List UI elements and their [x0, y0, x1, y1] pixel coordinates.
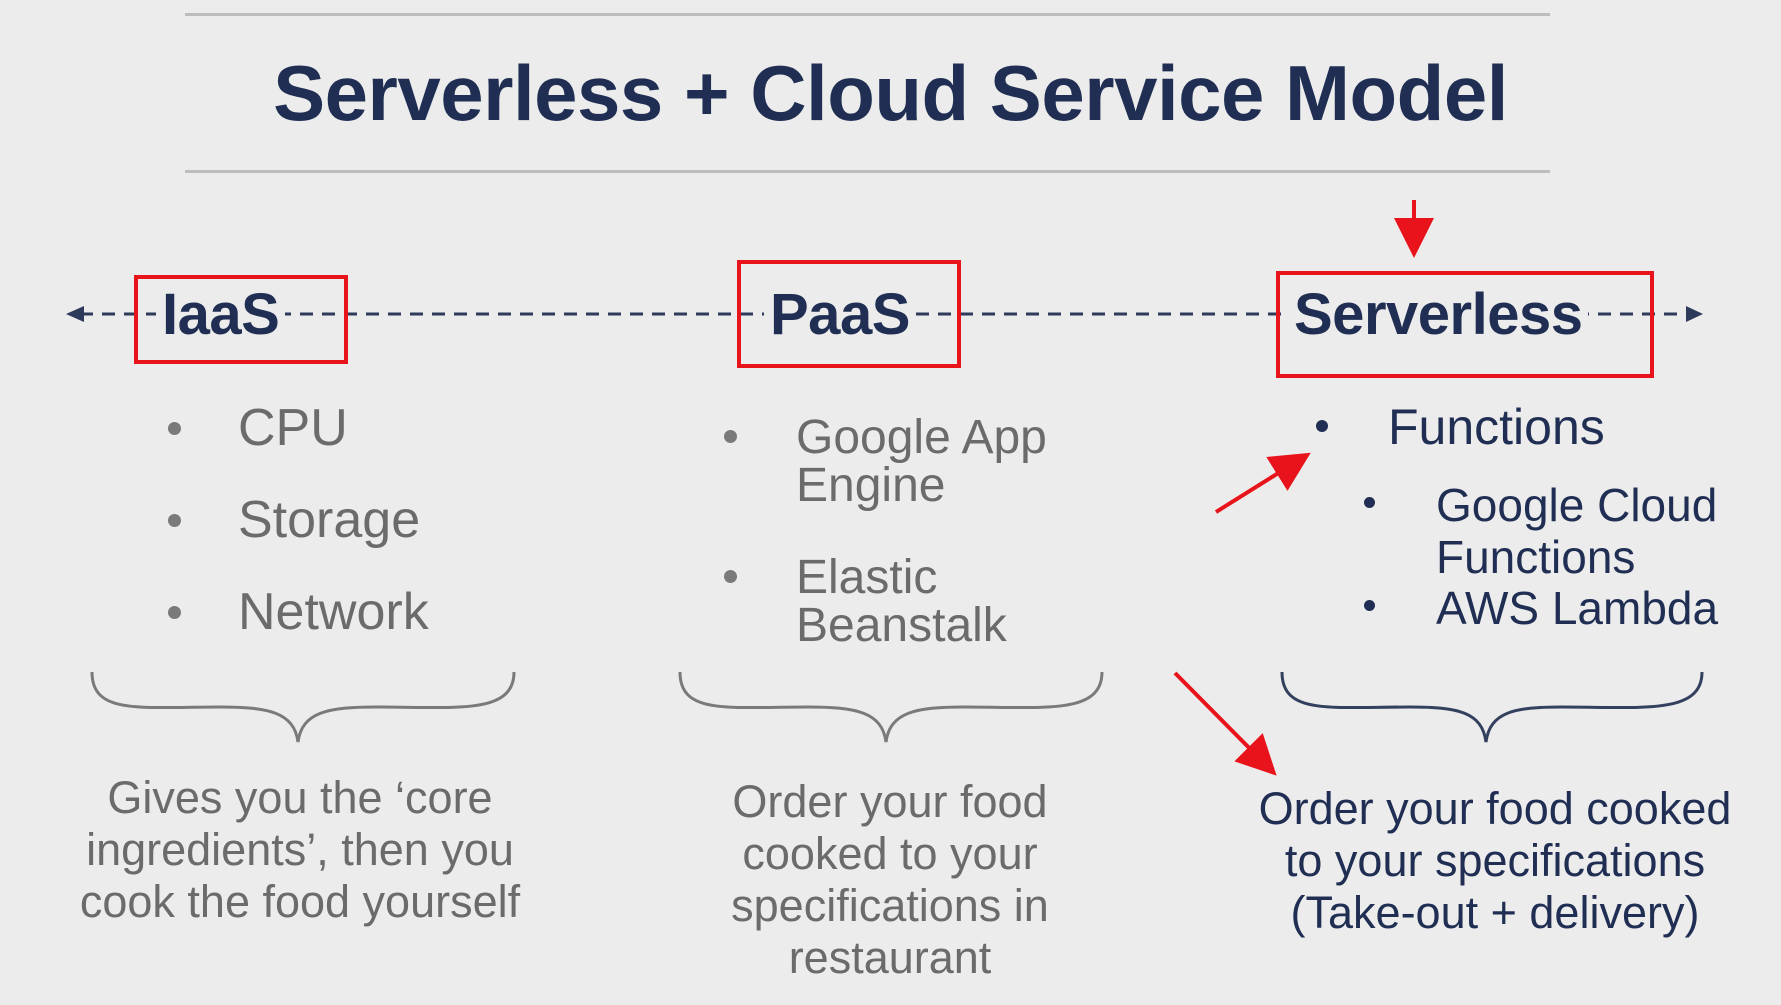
list-item: Google Cloud Functions — [1364, 479, 1718, 583]
paas-brace — [678, 671, 1104, 743]
paas-item-google-app-engine-line2: Engine — [796, 459, 946, 512]
paas-label: PaaS — [764, 286, 916, 344]
bullet-dot — [1364, 497, 1375, 508]
serverless-brace — [1280, 671, 1704, 743]
serverless-label: Serverless — [1288, 286, 1589, 344]
serverless-caption-line1: Order your food cooked — [1258, 783, 1732, 834]
bullet-dot — [168, 514, 181, 527]
page-title: Serverless + Cloud Service Model — [273, 49, 1508, 137]
serverless-caption: Order your food cooked to your specifica… — [1210, 783, 1780, 939]
serverless-subitem-gcf-line1: Google Cloud — [1436, 479, 1718, 531]
list-item: Network — [168, 586, 429, 678]
spectrum-right-arrowhead — [1686, 306, 1703, 322]
serverless-caption-line2: to your specifications — [1284, 835, 1706, 886]
iaas-item-network: Network — [238, 583, 429, 641]
paas-caption-line4: restaurant — [788, 932, 992, 983]
bullet-dot — [1316, 420, 1328, 432]
paas-caption-line3: specifications in — [731, 880, 1049, 931]
iaas-caption-line2: ingredients’, then you — [86, 824, 514, 875]
iaas-caption-line1: Gives you the ‘core — [107, 772, 493, 823]
serverless-subitem-gcf-line2: Functions — [1436, 531, 1636, 583]
serverless-subitem-aws-lambda: AWS Lambda — [1436, 582, 1719, 634]
paas-item-elastic-beanstalk-line2: Beanstalk — [796, 599, 1007, 652]
iaas-label: IaaS — [156, 286, 286, 344]
serverless-item-functions: Functions — [1388, 399, 1605, 455]
serverless-highlight-box — [1276, 271, 1654, 378]
bullet-dot — [724, 430, 737, 443]
paas-item-google-app-engine-line1: Google App — [796, 411, 1047, 464]
paas-caption-line1: Order your food — [732, 776, 1048, 827]
serverless-subitems: Google Cloud Functions AWS Lambda — [1364, 479, 1718, 642]
list-item: Storage — [168, 494, 429, 586]
spectrum-left-arrowhead — [66, 306, 84, 322]
paas-caption-line2: cooked to your — [742, 828, 1038, 879]
serverless-caption-line3: (Take-out + delivery) — [1290, 887, 1700, 938]
top-rule — [185, 13, 1550, 16]
bullet-dot — [724, 570, 737, 583]
annotation-arrow-caption — [1173, 671, 1277, 776]
iaas-brace — [90, 671, 516, 743]
paas-highlight-box — [737, 260, 961, 368]
iaas-caption-line3: cook the food yourself — [79, 876, 521, 927]
iaas-highlight-box — [134, 275, 348, 364]
bottom-rule — [185, 170, 1550, 173]
bullet-dot — [168, 606, 181, 619]
list-item: AWS Lambda — [1364, 582, 1718, 642]
paas-item-elastic-beanstalk-line1: Elastic — [796, 551, 938, 604]
iaas-item-storage: Storage — [238, 491, 421, 549]
iaas-items: CPU Storage Network — [168, 402, 429, 678]
annotation-arrow-functions — [1214, 452, 1311, 514]
iaas-item-cpu: CPU — [238, 399, 348, 457]
list-item: Google App Engine — [724, 414, 1047, 554]
list-item: CPU — [168, 402, 429, 494]
bullet-dot — [168, 422, 181, 435]
serverless-items: Functions — [1316, 402, 1605, 482]
list-item: Functions — [1316, 402, 1605, 482]
list-item: Elastic Beanstalk — [724, 554, 1047, 664]
bullet-dot — [1364, 600, 1375, 611]
paas-caption: Order your food cooked to your specifica… — [640, 776, 1140, 984]
iaas-caption: Gives you the ‘core ingredients’, then y… — [40, 772, 560, 928]
paas-items: Google App Engine Elastic Beanstalk — [724, 414, 1047, 664]
